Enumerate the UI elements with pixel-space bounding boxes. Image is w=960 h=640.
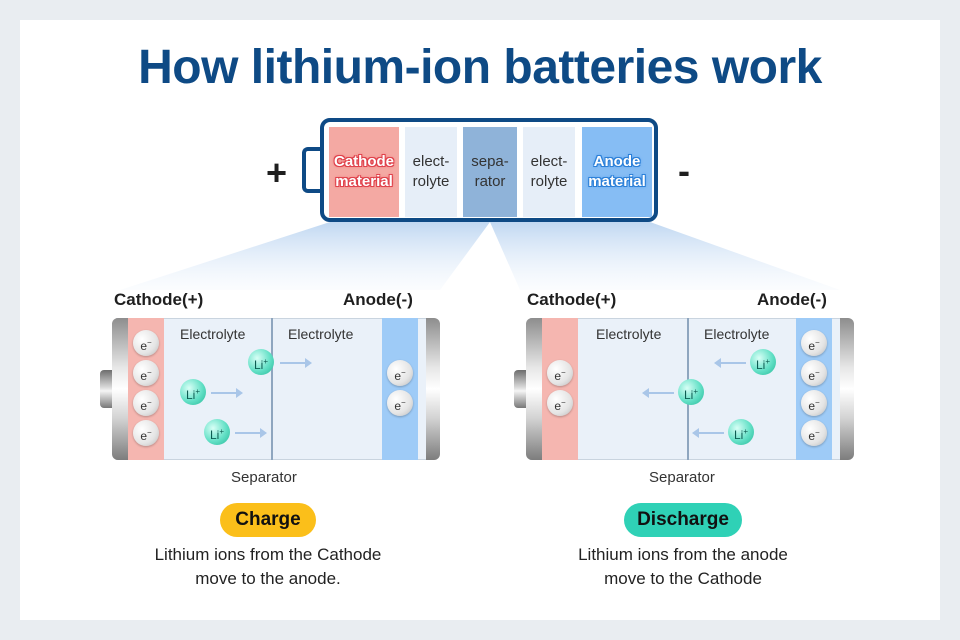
page-title: How lithium-ion batteries work bbox=[138, 41, 822, 94]
arrow-left-icon bbox=[714, 358, 746, 368]
discharge-description: Lithium ions from the anode move to the … bbox=[493, 543, 873, 591]
discharge-badge: Discharge bbox=[624, 503, 742, 537]
lithium-ion-symbol: Li bbox=[253, 358, 264, 372]
electron-symbol: e bbox=[394, 399, 401, 413]
electrolyte-left-line2: rolyte bbox=[412, 173, 450, 190]
discharge-cathode-electrode bbox=[542, 318, 578, 460]
arrow-right-icon bbox=[280, 358, 312, 368]
electrolyte-left-line1: elect- bbox=[412, 153, 450, 170]
lithium-ion-symbol: Li bbox=[755, 358, 766, 372]
lithium-ion-symbol: Li bbox=[185, 388, 196, 402]
electron-icon: e− bbox=[547, 390, 573, 416]
electron-icon: e− bbox=[547, 360, 573, 386]
discharge-separator-label: Separator bbox=[649, 469, 715, 486]
discharge-description-line2: move to the Cathode bbox=[604, 569, 762, 588]
lithium-ion-symbol: Li bbox=[209, 428, 220, 442]
charge-separator-label: Separator bbox=[231, 469, 297, 486]
plus-sign: + bbox=[266, 152, 288, 193]
lithium-ion-icon: Li+ bbox=[750, 349, 776, 375]
arrow-right-icon bbox=[211, 388, 243, 398]
lithium-ion-icon: Li+ bbox=[678, 379, 704, 405]
charge-cell-terminal bbox=[100, 370, 114, 408]
electrolyte-right-line2: rolyte bbox=[530, 173, 568, 190]
battery-terminal bbox=[302, 147, 324, 193]
electron-symbol: e bbox=[808, 339, 815, 353]
separator-line2: rator bbox=[474, 173, 506, 190]
discharge-cell-cap-right bbox=[840, 318, 854, 460]
electron-symbol: e bbox=[808, 429, 815, 443]
electron-icon: e− bbox=[133, 360, 159, 386]
charge-electrolyte-right-label: Electrolyte bbox=[288, 326, 354, 342]
electron-symbol: e bbox=[808, 399, 815, 413]
cathode-material-line1: Cathode bbox=[334, 153, 394, 170]
electron-symbol: e bbox=[808, 369, 815, 383]
separator-line1: sepa- bbox=[471, 153, 509, 170]
charge-description: Lithium ions from the Cathode move to th… bbox=[78, 543, 458, 591]
lithium-ion-symbol: Li bbox=[733, 428, 744, 442]
electron-symbol: e bbox=[140, 429, 147, 443]
electron-symbol: e bbox=[140, 339, 147, 353]
discharge-description-line1: Lithium ions from the anode bbox=[578, 545, 788, 564]
electron-symbol: e bbox=[140, 399, 147, 413]
lithium-ion-icon: Li+ bbox=[248, 349, 274, 375]
electron-icon: e− bbox=[801, 330, 827, 356]
electron-symbol: e bbox=[140, 369, 147, 383]
discharge-electrolyte-right-label: Electrolyte bbox=[704, 326, 770, 342]
charge-anode-electrode bbox=[382, 318, 418, 460]
discharge-electrolyte-left-label: Electrolyte bbox=[596, 326, 662, 342]
separator-layer: sepa-rator bbox=[463, 127, 517, 217]
discharge-cell-terminal bbox=[514, 370, 528, 408]
charge-cell-cap-right bbox=[426, 318, 440, 460]
beam-right bbox=[490, 222, 840, 290]
charge-description-line2: move to the anode. bbox=[195, 569, 341, 588]
electron-icon: e− bbox=[133, 420, 159, 446]
electron-icon: e− bbox=[801, 420, 827, 446]
lithium-ion-icon: Li+ bbox=[204, 419, 230, 445]
charge-cell: Electrolyte Electrolyte e− e− e− e− e− e… bbox=[100, 318, 440, 460]
arrow-left-icon bbox=[692, 428, 724, 438]
electron-symbol: e bbox=[554, 399, 561, 413]
lithium-ion-symbol: Li bbox=[683, 388, 694, 402]
electron-icon: e− bbox=[801, 360, 827, 386]
electrolyte-layer-right: elect-rolyte bbox=[523, 127, 575, 217]
charge-separator bbox=[271, 318, 273, 460]
lithium-ion-icon: Li+ bbox=[180, 379, 206, 405]
electron-icon: e− bbox=[801, 390, 827, 416]
charge-anode-label: Anode(-) bbox=[343, 290, 413, 309]
anode-material-line1: Anode bbox=[593, 153, 641, 170]
electrolyte-right-line1: elect- bbox=[530, 153, 568, 170]
charge-description-line1: Lithium ions from the Cathode bbox=[154, 545, 382, 564]
lithium-ion-icon: Li+ bbox=[728, 419, 754, 445]
discharge-cathode-label: Cathode(+) bbox=[527, 290, 617, 309]
electron-symbol: e bbox=[554, 369, 561, 383]
minus-sign: - bbox=[678, 150, 690, 191]
anode-material-line2: material bbox=[588, 173, 646, 190]
electron-icon: e− bbox=[133, 330, 159, 356]
cathode-material-layer: Cathode material bbox=[329, 127, 399, 217]
electron-icon: e− bbox=[387, 360, 413, 386]
anode-material-layer: Anode material bbox=[582, 127, 652, 217]
electrolyte-layer-left: elect-rolyte bbox=[405, 127, 457, 217]
discharge-cell: Electrolyte Electrolyte e− e− e− e− e− e… bbox=[514, 318, 854, 460]
charge-electrolyte-left-label: Electrolyte bbox=[180, 326, 246, 342]
electron-icon: e− bbox=[133, 390, 159, 416]
arrow-right-icon bbox=[235, 428, 267, 438]
charge-cathode-label: Cathode(+) bbox=[114, 290, 204, 309]
discharge-anode-label: Anode(-) bbox=[757, 290, 827, 309]
electron-symbol: e bbox=[394, 369, 401, 383]
electron-icon: e− bbox=[387, 390, 413, 416]
charge-badge: Charge bbox=[220, 503, 316, 537]
discharge-cell-cap-left bbox=[526, 318, 542, 460]
beam-left bbox=[120, 222, 490, 290]
charge-cell-body bbox=[116, 318, 430, 460]
arrow-left-icon bbox=[642, 388, 674, 398]
cathode-material-line2: material bbox=[335, 173, 393, 190]
charge-cell-cap-left bbox=[112, 318, 128, 460]
